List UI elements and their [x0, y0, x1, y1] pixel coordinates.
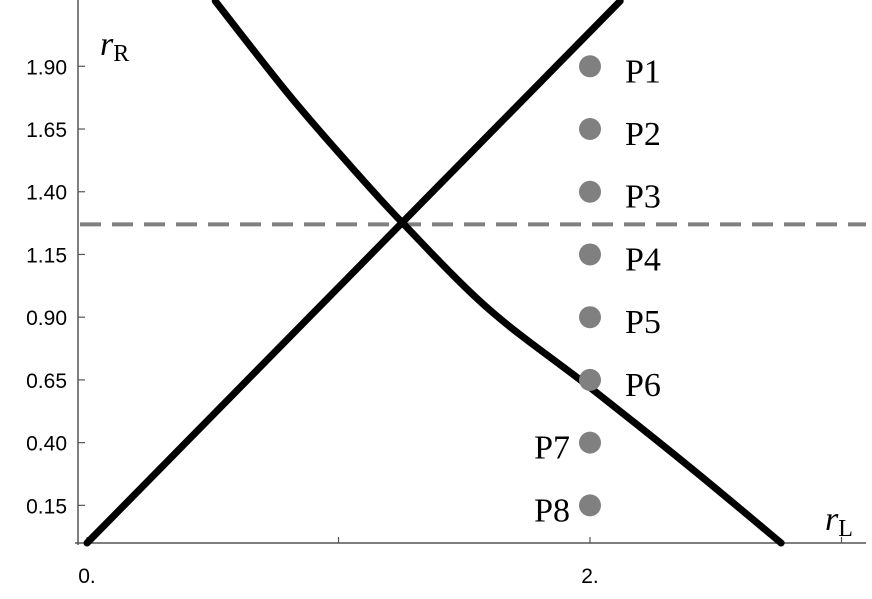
marker-p2	[579, 118, 601, 141]
marker-p7	[579, 431, 601, 454]
marker-label: P2	[625, 116, 661, 153]
marker-label: P1	[625, 53, 661, 90]
axes: 0. 2. 0.15 0.40 0.65 0.90 1.15 1.40 1.65 1.90	[26, 0, 866, 588]
curve-2	[211, 0, 785, 547]
marker-label: P3	[625, 179, 661, 216]
marker-label: P6	[625, 367, 661, 404]
x-axis-label: rL	[825, 501, 853, 542]
y-tick-label: 1.90	[26, 56, 67, 79]
y-tick-label: 0.40	[26, 433, 67, 456]
marker-p6	[579, 368, 601, 391]
x-tick-label: 2.	[581, 565, 599, 588]
x-tick-label: 0.	[78, 565, 96, 588]
y-axis-label: rR	[100, 26, 129, 67]
marker-label: P5	[625, 304, 661, 341]
marker-label: P4	[625, 241, 661, 278]
y-tick-label: 0.15	[26, 495, 67, 518]
y-tick-label: 0.90	[26, 307, 67, 330]
marker-label: P8	[534, 492, 570, 529]
marker-p8	[579, 494, 601, 517]
marker-label: P7	[534, 430, 570, 467]
marker-p1	[579, 55, 601, 78]
y-tick-label: 1.65	[26, 119, 67, 142]
y-tick-label: 1.40	[26, 182, 67, 205]
marker-p5	[579, 306, 601, 329]
y-tick-label: 1.15	[26, 244, 67, 267]
curves	[83, 0, 785, 547]
marker-p3	[579, 180, 601, 203]
curve-1	[83, 0, 624, 547]
y-tick-label: 0.65	[26, 370, 67, 393]
marker-p4	[579, 243, 601, 266]
